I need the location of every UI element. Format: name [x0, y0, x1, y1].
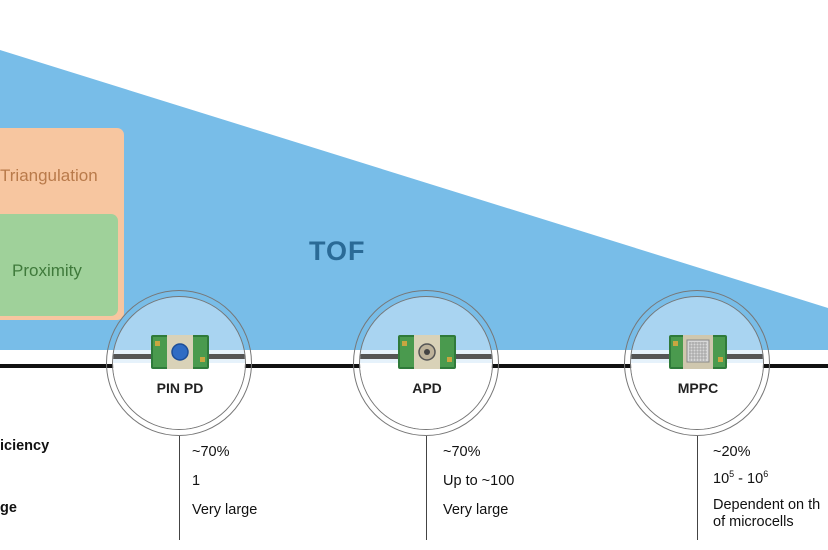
pin-pd-circle: PIN PD	[106, 290, 252, 436]
pin-pd-gain: 1	[192, 473, 201, 489]
apd-efficiency: ~70%	[443, 444, 481, 460]
proximity-box	[0, 214, 118, 316]
mppc-range-line2: of microcells	[713, 514, 794, 530]
mppc-chip-icon	[669, 335, 727, 369]
mppc-gain: 105 - 106	[713, 469, 769, 487]
pin-pd-range: Very large	[192, 502, 258, 518]
pin-pd-label: PIN PD	[156, 380, 204, 396]
row-label-range: ge	[0, 500, 17, 516]
pin-pd-chip-icon	[151, 335, 209, 369]
apd-chip-icon	[398, 335, 456, 369]
apd-circle: APD	[353, 290, 499, 436]
apd-label: APD	[412, 380, 442, 396]
apd-gain: Up to ~100	[443, 473, 515, 489]
mppc-efficiency: ~20%	[713, 444, 751, 460]
mppc-label: MPPC	[677, 380, 719, 396]
pin-pd-efficiency: ~70%	[192, 444, 230, 460]
row-label-efficiency: iciency	[0, 438, 50, 454]
mppc-column-line	[697, 436, 698, 540]
tof-label: TOF	[309, 236, 366, 266]
triangulation-label: Triangulation	[0, 166, 98, 185]
mppc-circle: MPPC	[624, 290, 770, 436]
mppc-range: Dependent on th	[713, 497, 821, 513]
apd-range: Very large	[443, 502, 509, 518]
proximity-label: Proximity	[12, 261, 82, 280]
pin-pd-column-line	[179, 436, 180, 540]
apd-column-line	[426, 436, 427, 540]
